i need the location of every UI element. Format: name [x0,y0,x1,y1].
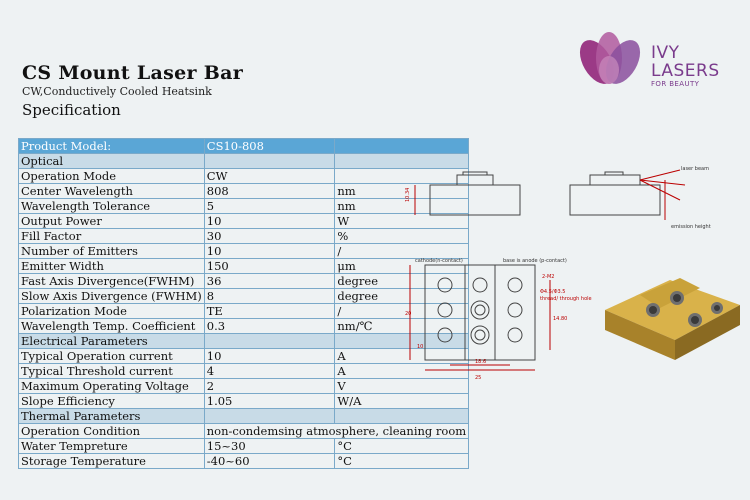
param-value: 5 [203,198,336,214]
param-name: Wavelength Tolerance [18,198,205,214]
param-name: Fast Axis Divergence(FWHM) [18,273,205,289]
side-view-beam [569,169,686,220]
section-blank-2 [203,153,336,169]
table-header-row: Product Model:CS10-808 [18,138,470,154]
param-value: 10 [203,243,336,259]
section-title: Optical [18,153,205,169]
param-unit: °C [334,438,470,454]
logo-line2: LASERS [651,61,720,81]
dim-side: 14.80 [553,316,567,322]
section-blank-3 [334,153,470,169]
model-unit [334,138,470,154]
param-name: Output Power [18,213,205,229]
dim-inner: 18.6 [475,359,486,365]
param-value: TE [203,303,336,319]
logo-text: IVY LASERS FOR BEAUTY [651,44,720,89]
param-value: 8 [203,288,336,304]
param-value: 10 [203,213,336,229]
top-view-drawing [409,264,551,371]
dim-width: 25 [475,375,481,381]
param-value: non-condemsing atmosphere, cleaning room [203,423,470,439]
product-subtitle: CW,Conductively Cooled Heatsink [22,85,212,98]
param-unit: nm [334,183,470,199]
cathode-label: cathode(n-contact) [415,258,463,264]
product-photo [605,278,740,360]
param-name: Maximum Operating Voltage [18,378,205,394]
dim-left: 10 [417,344,423,350]
param-name: Fill Factor [18,228,205,244]
param-value: 4 [203,363,336,379]
param-name: Storage Temperature [18,453,205,469]
param-value: CW [203,168,336,184]
param-unit: °C [334,453,470,469]
hole-label: Φ4.5/Φ3.5 [540,289,565,295]
param-value: 0.3 [203,318,336,334]
anode-label: base is anode (p-contact) [503,258,567,264]
param-name: Wavelength Temp. Coefficient [18,318,205,334]
side-dimension-label: 10.34 [405,188,411,202]
param-name: Emitter Width [18,258,205,274]
param-unit: W/A [334,393,470,409]
param-name: Slope Efficiency [18,393,205,409]
dim-height: 20 [405,311,411,317]
through-hole-label: thread/ through hole [540,296,592,302]
param-value: -40~60 [203,453,336,469]
param-name: Slow Axis Divergence (FWHM) [18,288,205,304]
section-blank-2 [203,408,336,424]
logo-line3: FOR BEAUTY [651,80,700,88]
logo-line1: IVY [651,43,680,63]
param-name: Operation Condition [18,423,205,439]
section-row: Thermal Parameters [18,408,470,424]
table-row: Storage Temperature-40~60°C [18,453,470,469]
section-blank-2 [203,333,336,349]
param-value: 1.05 [203,393,336,409]
param-value: 150 [203,258,336,274]
param-value: 808 [203,183,336,199]
param-value: 15~30 [203,438,336,454]
param-name: Polarization Mode [18,303,205,319]
param-value: 30 [203,228,336,244]
section-blank-3 [334,408,470,424]
param-value: 10 [203,348,336,364]
model-value: CS10-808 [203,138,336,154]
param-value: 2 [203,378,336,394]
param-name: Center Wavelength [18,183,205,199]
logo-flower-icon [579,32,641,84]
section-title: Electrical Parameters [18,333,205,349]
laser-beam-label: laser beam [681,166,709,172]
product-title: CS Mount Laser Bar [22,62,244,84]
thread-label: 2-M2 [542,274,554,280]
specification-heading: Specification [22,101,121,119]
emission-height-label: emission height [671,224,711,230]
technical-drawings: 10.34 laser beam emission height cathode… [405,166,740,381]
param-name: Number of Emitters [18,243,205,259]
section-title: Thermal Parameters [18,408,205,424]
model-label: Product Model: [18,138,205,154]
section-row: Optical [18,153,470,169]
param-value: 36 [203,273,336,289]
param-name: Water Tempreture [18,438,205,454]
param-name: Typical Operation current [18,348,205,364]
side-view-front [414,171,521,216]
param-name: Operation Mode [18,168,205,184]
param-name: Typical Threshold current [18,363,205,379]
